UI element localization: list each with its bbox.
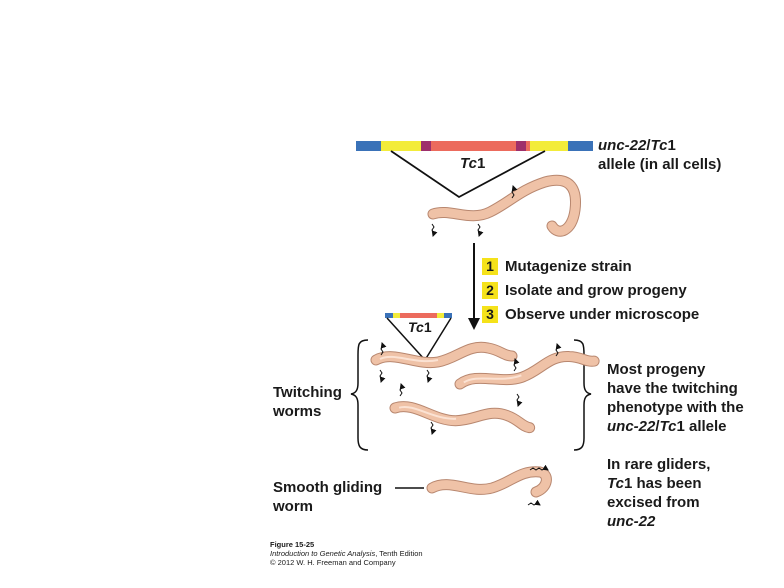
- rare-line3: excised from: [607, 494, 700, 511]
- left-brace: [350, 339, 369, 451]
- worm-top: [427, 174, 582, 237]
- twitching-worm-1: [376, 347, 512, 362]
- progeny-tc1-italic: Tc: [408, 319, 424, 335]
- most-progeny-line2: have the twitching: [607, 380, 738, 397]
- gliding-worm: [426, 466, 552, 498]
- step-1-label: Mutagenize strain: [505, 257, 632, 275]
- rare-tc: Tc: [607, 475, 624, 492]
- copyright: © 2012 W. H. Freeman and Company: [270, 558, 396, 567]
- twitching-line1: Twitching: [273, 384, 342, 401]
- twitch-marks-progeny: [379, 342, 562, 435]
- twitching-line2: worms: [273, 403, 322, 420]
- tc-number: 1: [667, 137, 676, 154]
- smooth-line1: Smooth gliding: [273, 479, 383, 496]
- step-1: 1 Mutagenize strain: [482, 256, 632, 276]
- twitching-label: Twitching worms: [273, 383, 342, 421]
- book-title-italic: Introduction to Genetic Analysis: [270, 549, 376, 558]
- tc1-insert-segment: [421, 141, 530, 151]
- step-2: 2 Isolate and grow progeny: [482, 280, 687, 300]
- most-progeny-tc: Tc: [659, 418, 677, 435]
- progeny-tc1-label: Tc1: [408, 319, 432, 335]
- gene-name: unc-22: [598, 137, 647, 154]
- smooth-line2: worm: [273, 498, 314, 515]
- rare-gliders-text: In rare gliders, Tc1 has been excised fr…: [607, 455, 710, 531]
- tc1-end-left: [421, 141, 431, 151]
- smooth-label: Smooth gliding worm: [273, 478, 382, 516]
- dna-strand-top: [356, 141, 593, 151]
- tc-italic: Tc: [650, 137, 668, 154]
- step-2-number: 2: [482, 281, 498, 299]
- most-progeny-line1: Most progeny: [607, 361, 706, 378]
- tc1-insert-label-italic: Tc: [460, 155, 477, 172]
- gene-label: unc-22/Tc1 allele (in all cells): [598, 136, 721, 174]
- tc1-end-right: [516, 141, 526, 151]
- most-progeny-line3: phenotype with the: [607, 399, 744, 416]
- rare-line2-rest: 1 has been: [623, 475, 702, 492]
- most-progeny-allele: 1 allele: [676, 418, 727, 435]
- progeny-tc1-number: 1: [423, 319, 432, 335]
- book-edition: , Tenth Edition: [375, 549, 423, 558]
- step-3: 3 Observe under microscope: [482, 304, 699, 324]
- rare-gene: unc-22: [607, 513, 656, 530]
- tc1-insert-label-number: 1: [476, 155, 486, 172]
- twitching-worm-3: [395, 395, 532, 434]
- dna-blue-right: [568, 141, 593, 151]
- most-progeny-text: Most progeny have the twitching phenotyp…: [607, 360, 744, 436]
- step-2-label: Isolate and grow progeny: [505, 281, 687, 299]
- tc1-insert-label: Tc1: [460, 154, 485, 173]
- book-title: Introduction to Genetic Analysis, Tenth …: [270, 549, 423, 559]
- right-brace: [573, 339, 592, 451]
- dna-blue-left: [356, 141, 381, 151]
- rare-line1: In rare gliders,: [607, 456, 711, 473]
- twitching-worm-2: [458, 352, 595, 386]
- dna-strand-small: [385, 313, 452, 318]
- insertion-triangle-top: [390, 150, 546, 199]
- gene-separator: /: [646, 137, 651, 154]
- step-3-number: 3: [482, 305, 498, 323]
- step-1-number: 1: [482, 257, 498, 275]
- figure-number: Figure 15-25: [270, 540, 315, 549]
- most-progeny-gene: unc-22: [607, 418, 656, 435]
- most-progeny-sep: /: [655, 418, 660, 435]
- allele-note: allele (in all cells): [598, 156, 722, 173]
- glide-marks: [527, 464, 549, 506]
- twitch-marks-top: [431, 185, 518, 237]
- step-3-label: Observe under microscope: [505, 305, 700, 323]
